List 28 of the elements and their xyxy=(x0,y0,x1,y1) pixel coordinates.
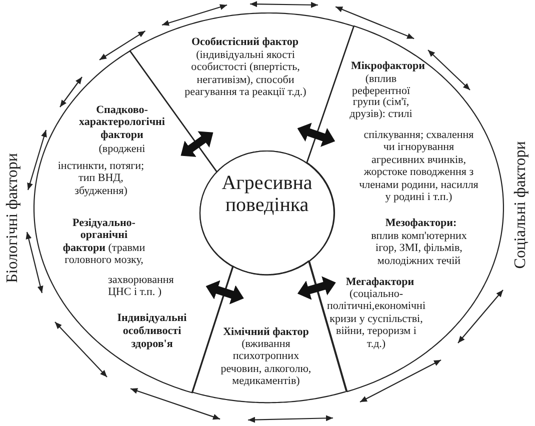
double-headed-arrow xyxy=(335,6,414,40)
factor-description: (індивідуальні якості особистості (впертість, негативізм), способи реагування та реакції т.д.) xyxy=(184,48,308,99)
factor-description: спілкування; схвалення чи ігнорування агресивних вчинків, жорстоке поводження з членами родини, насилля у родині і т.п.) xyxy=(358,128,480,204)
factor-description: (соціально-політичні,економічні кризи у суспільстві, війни, тероризм і т.д.) xyxy=(326,288,426,350)
group-label: Біологічні фактори xyxy=(4,153,22,283)
double-headed-arrow xyxy=(130,388,220,420)
factor-heading: Спадково-характерологічні фактори xyxy=(78,104,166,142)
double-block-arrow xyxy=(206,280,244,304)
center-title: Агресивна поведінка xyxy=(220,172,314,216)
factor-description: захворювання ЦНС і т.п. ) xyxy=(108,274,175,299)
double-block-arrow xyxy=(297,276,336,300)
factor-description: вплив комп'ютерних ігор, ЗМІ, фільмів, молодіжних течій xyxy=(370,230,468,268)
central-ellipse xyxy=(199,150,335,276)
factor-description: (вроджені xyxy=(98,142,146,156)
factor-description: інстинкти, потяги; тип ВНД, збудження) xyxy=(56,160,146,198)
factor-heading: Особистісний фактор xyxy=(190,36,300,48)
factor-heading: Індивідуальні особливості здоров'я xyxy=(116,312,188,352)
factor-description: Резідуально-органічні фактори (травми головного мозку, xyxy=(62,216,146,267)
group-label: Соціальні фактори xyxy=(512,141,530,269)
double-block-arrow xyxy=(297,122,336,147)
factor-heading: Хімічний фактор xyxy=(222,326,310,338)
factor-heading: Мікрофактори xyxy=(350,60,426,72)
factor-description: (вживання психотропних речовин, алкоголю, медикаментів) xyxy=(220,338,312,388)
factor-heading: Мезофактори: xyxy=(384,216,458,230)
double-headed-arrow xyxy=(99,30,146,60)
factor-heading: Мегафактори xyxy=(344,276,416,288)
double-block-arrow xyxy=(180,131,214,157)
factor-description: (вплив референтної групи (сім'ї, друзів): стилі xyxy=(348,74,414,120)
